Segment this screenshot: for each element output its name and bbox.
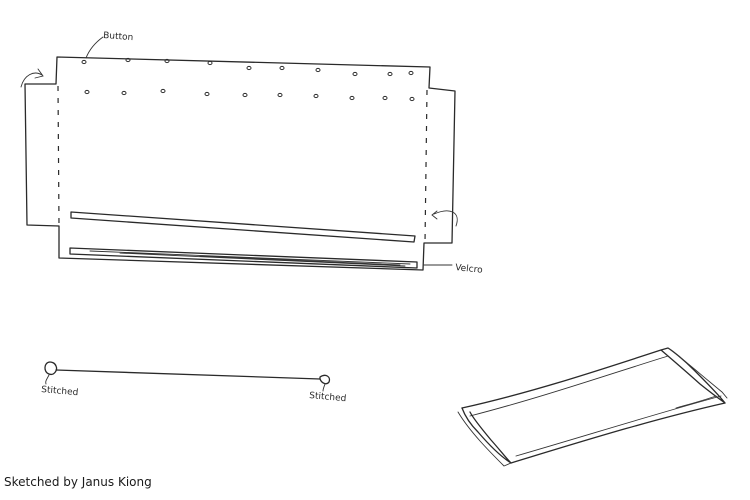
right-fold-arrow-icon bbox=[432, 211, 457, 226]
flat-pattern-drawing: Button Velcro bbox=[21, 31, 484, 276]
case-short-edge-right bbox=[661, 348, 725, 403]
pattern-outline bbox=[25, 57, 455, 270]
sketch-credit: Sketched by Janus Kiong bbox=[4, 475, 152, 489]
button-leader-line bbox=[86, 37, 103, 58]
upper-velcro-strip bbox=[71, 212, 415, 242]
button-label: Button bbox=[103, 31, 134, 43]
case-long-edge-top bbox=[462, 350, 661, 408]
button-holes-top-row bbox=[82, 58, 413, 75]
velcro-label: Velcro bbox=[455, 263, 484, 276]
stitched-label-right: Stitched bbox=[309, 391, 347, 404]
strap-line bbox=[56, 370, 320, 379]
case-short-edge-left bbox=[462, 408, 511, 463]
strap-right-loop bbox=[320, 375, 329, 383]
strap-drawing: Stitched Stitched bbox=[41, 362, 347, 404]
stitched-label-left: Stitched bbox=[41, 385, 79, 398]
button-holes-bottom-row bbox=[85, 89, 414, 100]
assembled-case-drawing bbox=[458, 348, 727, 466]
strap-left-loop bbox=[45, 362, 57, 374]
right-fold-line bbox=[425, 90, 427, 243]
left-fold-line bbox=[58, 86, 59, 226]
case-long-edge-bottom bbox=[511, 403, 725, 463]
